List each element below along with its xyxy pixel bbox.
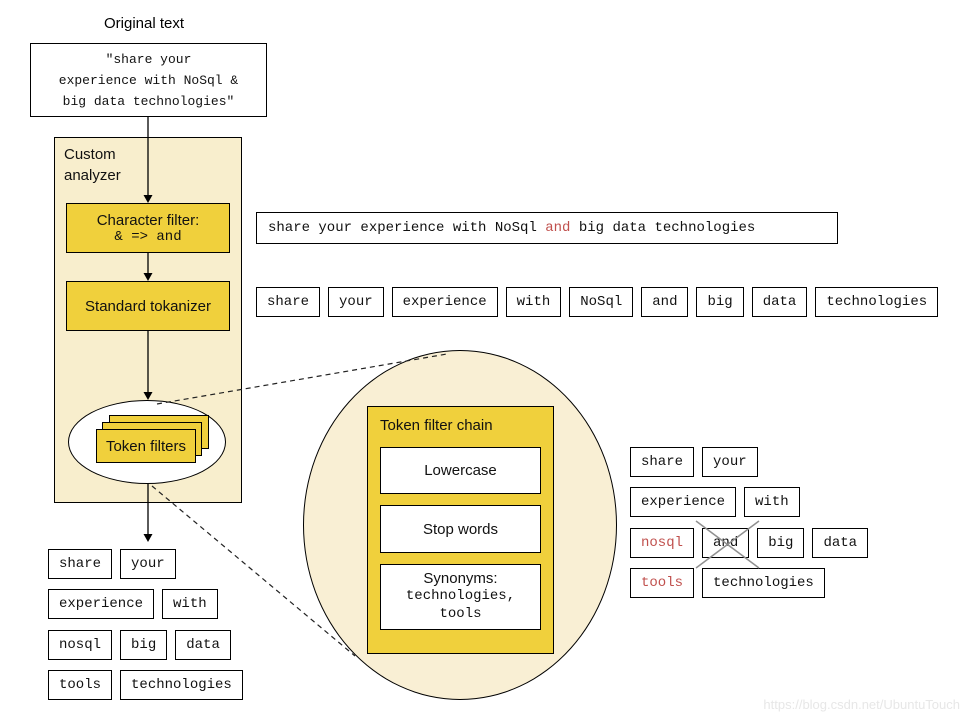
character-filter-title: Character filter: [96, 211, 200, 229]
final-token-share: share [48, 549, 113, 579]
token-and: and [641, 287, 689, 317]
final-row-1: share your [48, 549, 176, 579]
token-filter-chain-box: Token filter chain Lowercase Stop words … [367, 406, 554, 654]
final-token-tools: tools [48, 670, 113, 700]
sentence-after: big data technologies [570, 220, 756, 236]
filtering-token-data: data [812, 528, 869, 558]
filtering-token-with: with [744, 487, 800, 517]
original-text-line1: "share your [105, 51, 192, 67]
final-token-your: your [120, 549, 176, 579]
final-row-2: experience with [48, 589, 218, 619]
character-filter-rule: & => and [114, 228, 182, 245]
sentence-before: share your experience with NoSql [268, 220, 546, 236]
token-your: your [328, 287, 384, 317]
filter-lowercase-label: Lowercase [424, 462, 497, 480]
final-token-experience: experience [48, 589, 155, 619]
filtering-row-3: nosql and big data [630, 528, 869, 558]
original-text-label: Original text [104, 15, 185, 32]
token-filter-chain-title: Token filter chain [380, 417, 493, 434]
filtering-token-nosql: nosql [630, 528, 695, 558]
filtering-row-1: share your [630, 447, 758, 477]
filtering-token-big: big [757, 528, 805, 558]
token-filters-card-front: Token filters [96, 429, 196, 463]
final-token-big: big [120, 630, 168, 660]
filter-synonyms-title: Synonyms: [423, 570, 498, 588]
token-with: with [505, 287, 562, 317]
character-filter-box: Character filter: & => and [66, 203, 230, 253]
original-text-box: "share your experience with NoSql & big … [30, 43, 267, 117]
filter-lowercase-box: Lowercase [380, 447, 541, 495]
filter-synonyms-box: Synonyms: technologies, tools [380, 563, 541, 630]
custom-analyzer-title-line2: analyzer [64, 167, 121, 184]
token-big: big [696, 287, 744, 317]
token-filters-card-stack: Token filters [96, 415, 212, 465]
final-token-technologies: technologies [120, 670, 243, 700]
filter-stopwords-label: Stop words [422, 520, 499, 538]
original-text-line2: experience with NoSql & [58, 72, 239, 88]
token-technologies: technologies [815, 287, 939, 317]
filtering-token-and-crossed: and [702, 528, 750, 558]
standard-tokenizer-label: Standard tokanizer [85, 297, 211, 315]
sentence-highlight-and: and [545, 220, 571, 236]
filtering-row-2: experience with [630, 487, 800, 517]
filter-synonyms-line1: technologies, [405, 588, 516, 605]
char-filter-output-box: share your experience with NoSql and big… [256, 212, 838, 244]
filtering-token-tools: tools [630, 568, 695, 598]
final-token-data: data [175, 630, 231, 660]
final-row-4: tools technologies [48, 670, 243, 700]
token-filters-label: Token filters [105, 437, 187, 455]
token-experience: experience [391, 287, 498, 317]
tokenizer-output-row: share your experience with NoSql and big… [256, 287, 939, 317]
standard-tokenizer-box: Standard tokanizer [66, 281, 230, 331]
filtering-token-share: share [630, 447, 695, 477]
final-token-with: with [162, 589, 218, 619]
token-nosql: NoSql [569, 287, 634, 317]
arrowhead-output [143, 534, 153, 542]
filtering-token-technologies: technologies [702, 568, 825, 598]
filtering-row-4: tools technologies [630, 568, 825, 598]
custom-analyzer-title: Custom analyzer [64, 144, 121, 186]
final-row-3: nosql big data [48, 630, 231, 660]
token-share: share [256, 287, 321, 317]
token-data: data [751, 287, 808, 317]
filter-synonyms-line2: tools [439, 606, 482, 623]
original-text-line3: big data technologies" [62, 93, 235, 109]
final-token-nosql: nosql [48, 630, 113, 660]
filtering-token-your: your [702, 447, 758, 477]
filtering-token-experience: experience [630, 487, 737, 517]
filter-stopwords-box: Stop words [380, 505, 541, 553]
custom-analyzer-title-line1: Custom [64, 146, 116, 163]
watermark-url: https://blog.csdn.net/UbuntuTouch [763, 697, 960, 712]
